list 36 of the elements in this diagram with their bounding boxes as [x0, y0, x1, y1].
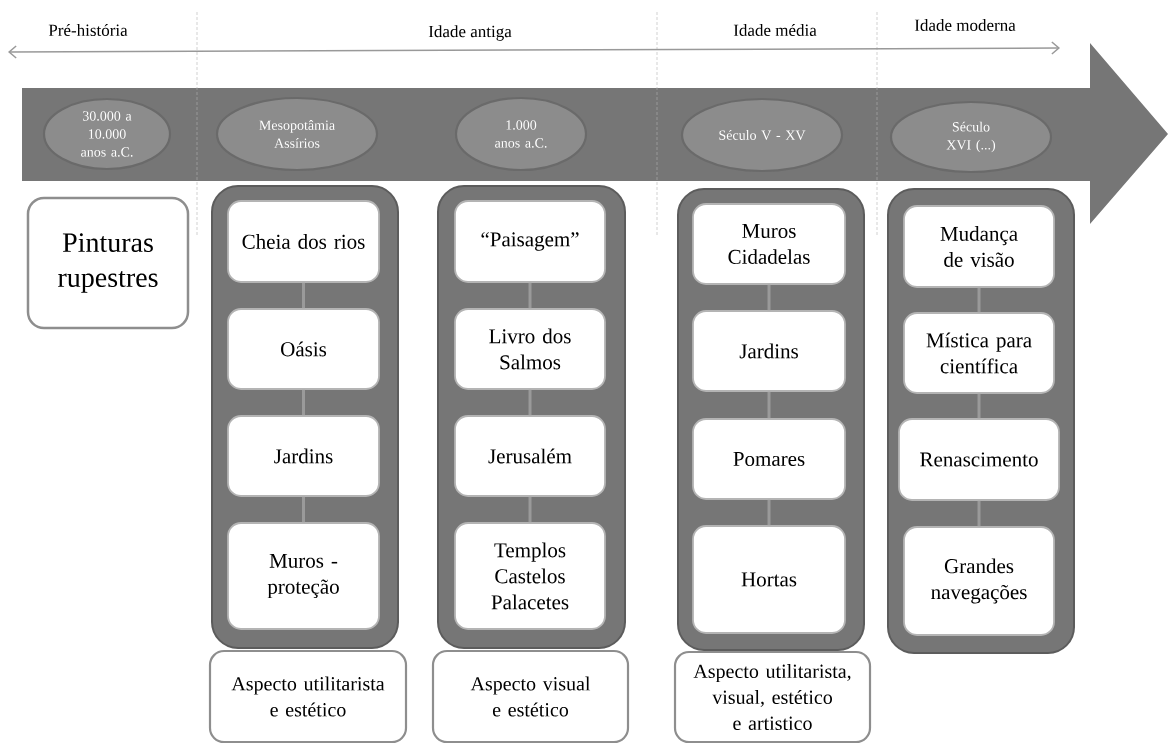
- connector-line: [302, 282, 305, 309]
- connector-line: [767, 284, 771, 311]
- connector-line: [767, 499, 771, 526]
- period-label: Idade antiga: [428, 25, 512, 41]
- topic-box: Mudança de visão: [903, 205, 1055, 288]
- period-label: Idade moderna: [914, 19, 1016, 31]
- connector-line: [977, 393, 981, 419]
- topic-box: Grandes navegações: [903, 526, 1055, 636]
- topic-box: Templos Castelos Palacetes: [454, 522, 606, 630]
- stage-box: Pinturas rupestres: [26, 196, 190, 330]
- connector-line: [528, 496, 532, 523]
- aspect-box: Aspecto visual e estético: [431, 649, 630, 744]
- topic-box: Jardins: [692, 310, 846, 392]
- connector-line: [767, 391, 771, 419]
- period-label: Idade média: [733, 24, 817, 36]
- topic-box: Oásis: [227, 308, 380, 390]
- topic-box: Jardins: [227, 415, 380, 497]
- topic-box: “Paisagem”: [454, 200, 606, 283]
- aspect-box: Aspecto utilitarista, visual, estético e artistico: [673, 650, 872, 744]
- topic-box: Pomares: [692, 418, 846, 500]
- connector-line: [977, 287, 981, 313]
- connector-line: [977, 500, 981, 527]
- connector-line: [302, 496, 305, 523]
- connector-line: [302, 389, 305, 416]
- topic-box: Mística para científica: [903, 312, 1055, 394]
- connector-line: [528, 282, 532, 309]
- period-label: Pré-história: [48, 24, 128, 36]
- topic-box: Renascimento: [898, 418, 1060, 501]
- aspect-box: Aspecto utilitarista e estético: [208, 649, 408, 744]
- topic-box: Jerusalém: [454, 415, 606, 497]
- topic-box: Muros - proteção: [227, 522, 380, 630]
- topic-box: Cheia dos rios: [227, 200, 380, 283]
- topic-box: Livro dos Salmos: [454, 308, 606, 390]
- topic-box: Hortas: [692, 525, 846, 634]
- connector-line: [528, 389, 532, 416]
- topic-box: Muros Cidadelas: [692, 203, 846, 285]
